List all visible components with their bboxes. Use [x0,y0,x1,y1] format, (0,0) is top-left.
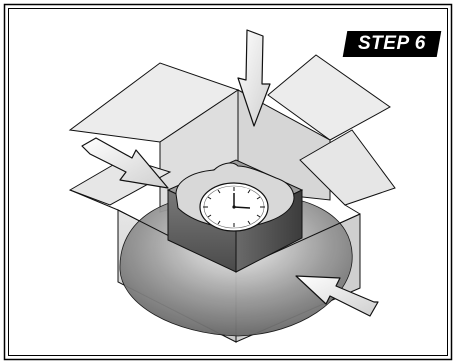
step-label-text: STEP 6 [358,31,426,57]
step-label: STEP 6 [343,31,442,57]
clock-icon [200,183,268,231]
